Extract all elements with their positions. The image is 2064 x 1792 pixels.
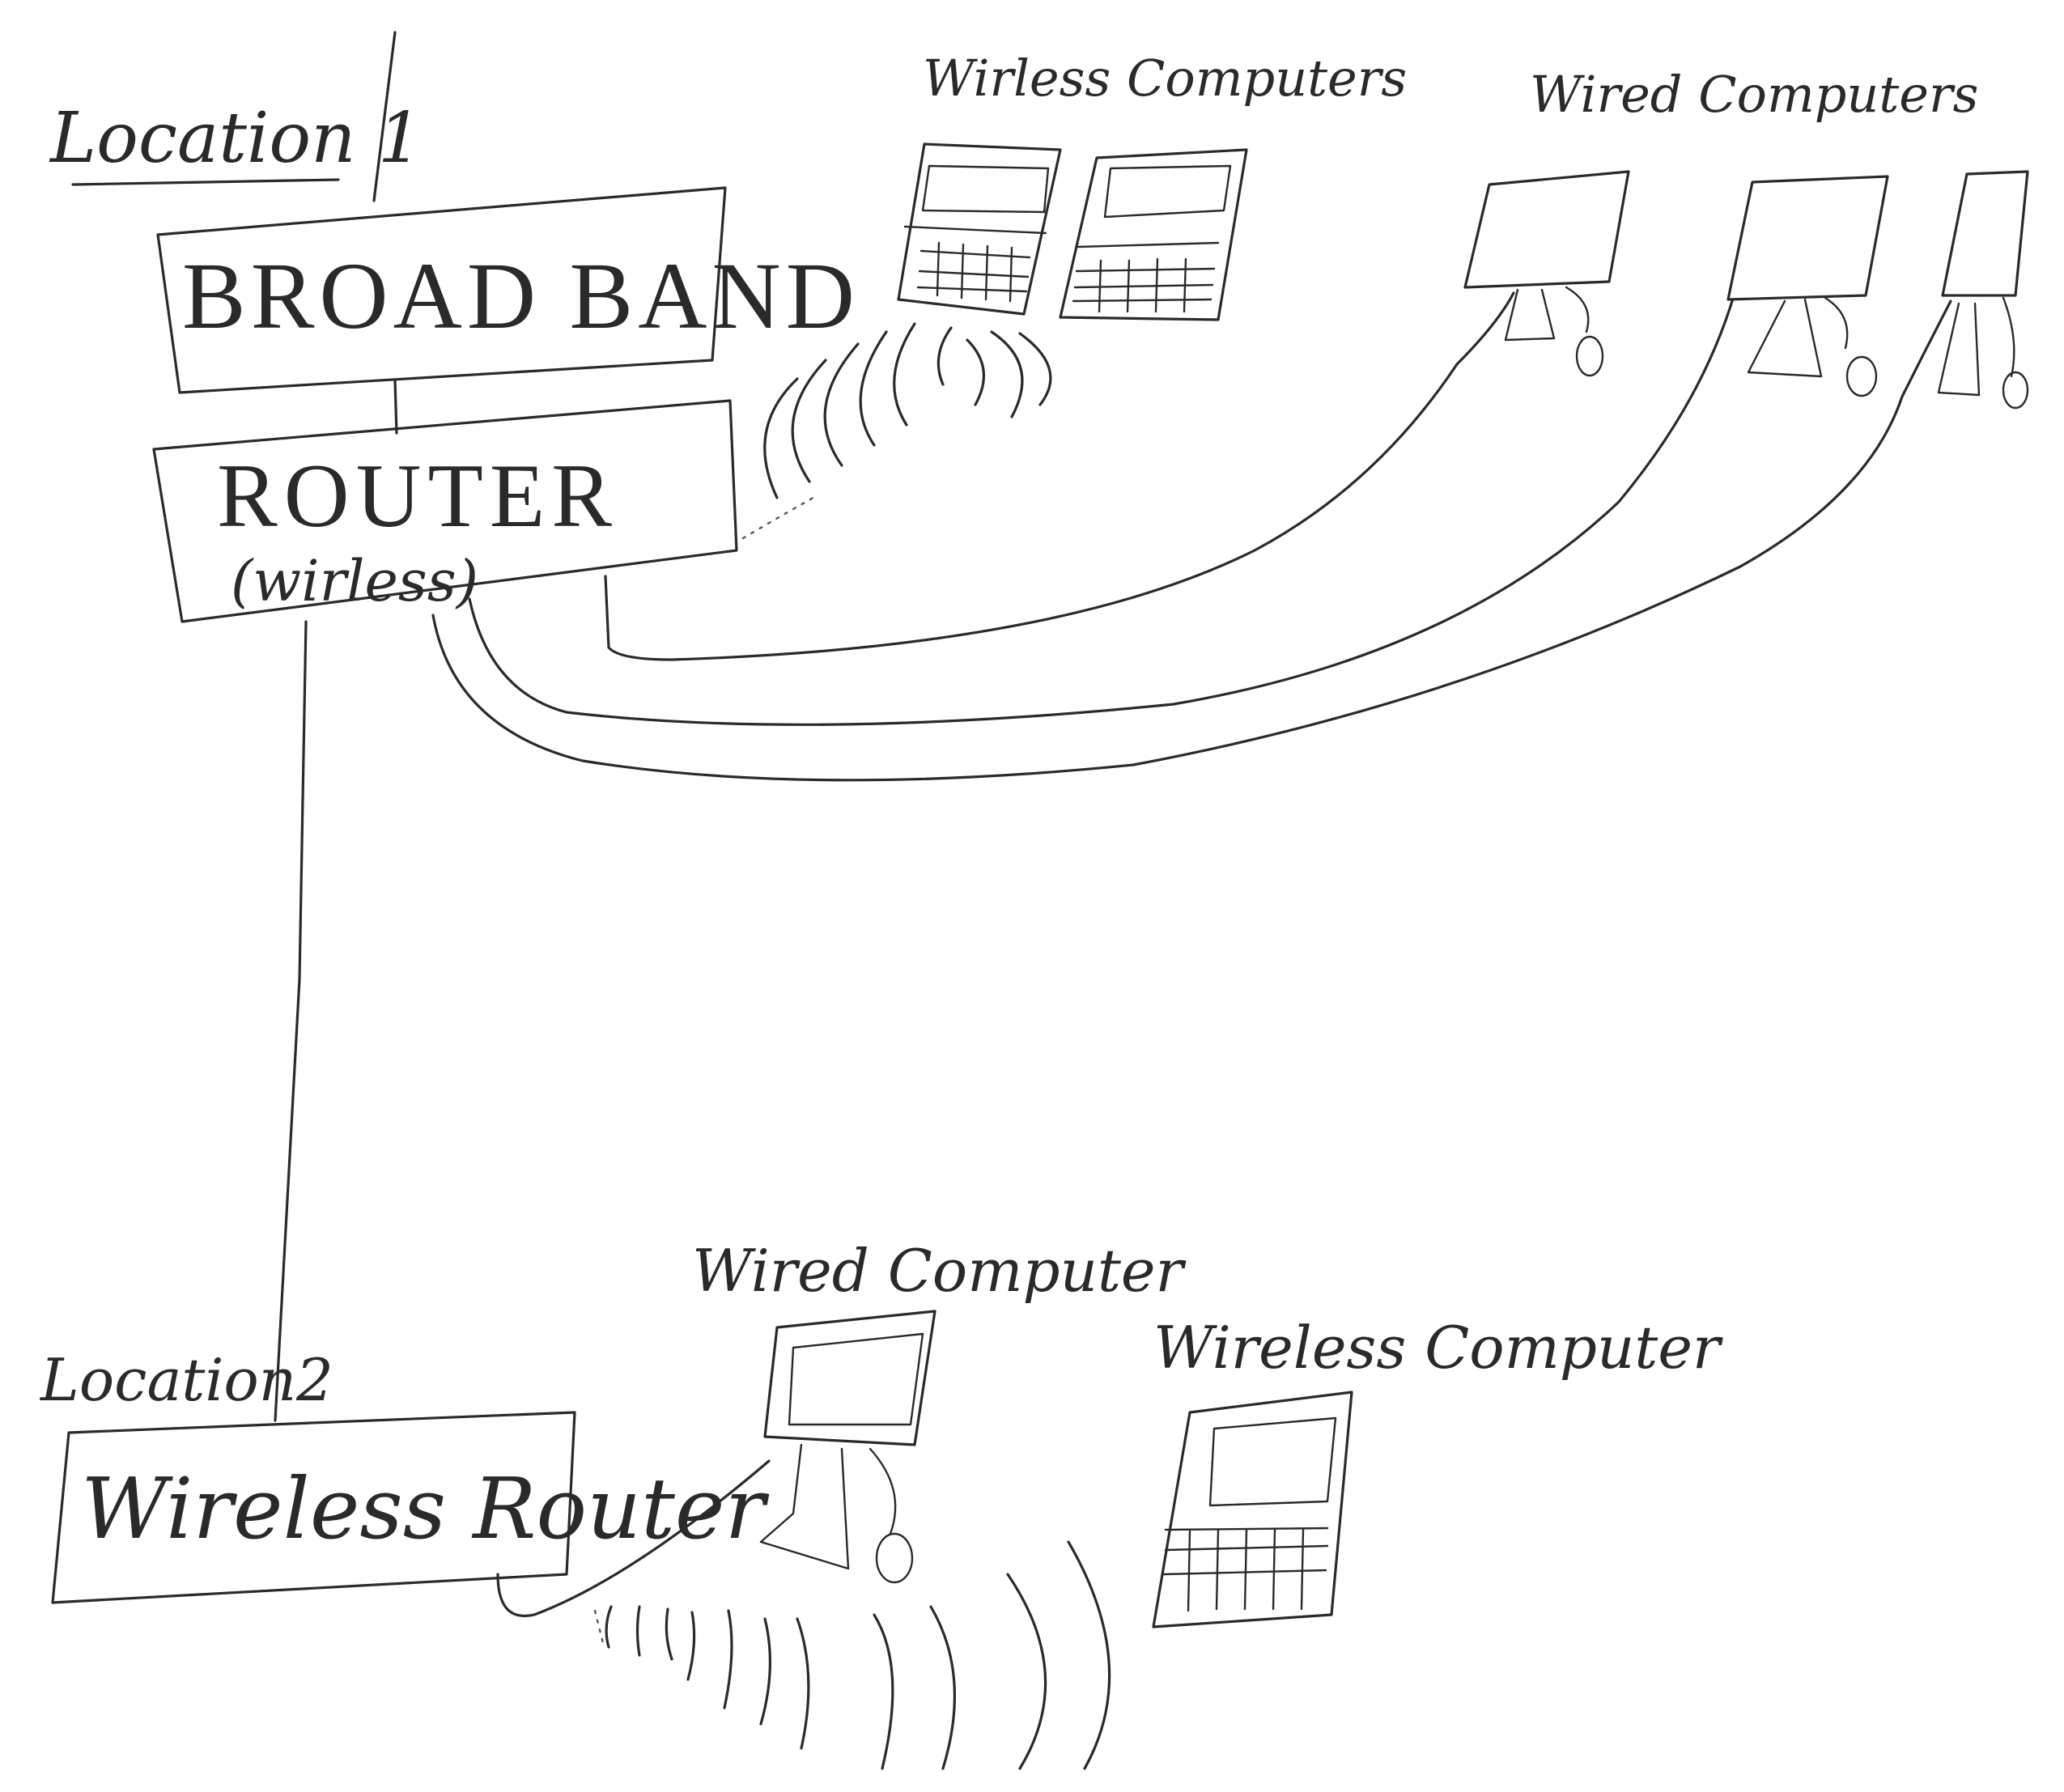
desktop-computer-icon bbox=[759, 1310, 936, 1584]
laptop-icon bbox=[1059, 148, 1248, 321]
broadband-box: BROAD BAND bbox=[156, 186, 860, 394]
inter-location-link bbox=[274, 620, 308, 1422]
cable-wired-location2 bbox=[496, 1459, 771, 1617]
wifi-signal-icon bbox=[741, 322, 1052, 540]
laptop-icon bbox=[1152, 1391, 1353, 1629]
desktop-computer-icon bbox=[1726, 175, 1889, 397]
broadband-router-link bbox=[393, 379, 398, 435]
broadband-label: BROAD BAND bbox=[182, 243, 860, 349]
wireless-computer-label: Wireless Computer bbox=[1153, 1314, 1723, 1382]
wifi-signal-icon bbox=[593, 1540, 1111, 1770]
location-1-underline bbox=[71, 178, 340, 186]
desktop-computer-icon bbox=[1463, 170, 1630, 377]
router-sublabel: (wirless) bbox=[231, 548, 478, 614]
location-1-label: Location 1 bbox=[49, 98, 423, 179]
mouse-icon bbox=[1575, 335, 1604, 377]
wireless-router-label: Wireless Router bbox=[81, 1459, 769, 1558]
wireless-computers-label: Wirless Computers bbox=[923, 49, 1407, 108]
mouse-icon bbox=[2002, 371, 2029, 410]
location-1: Location 1 BROAD BAND ROUTER (wirless) bbox=[49, 31, 2029, 782]
desktop-computer-icon bbox=[1937, 170, 2029, 410]
cable-wired-2 bbox=[468, 299, 1734, 726]
cable-wired-3 bbox=[431, 299, 1952, 782]
location-2-label: Location2 bbox=[39, 1346, 333, 1414]
router-label: ROUTER bbox=[217, 446, 618, 546]
laptop-icon bbox=[897, 142, 1062, 316]
cable-wired-1 bbox=[604, 291, 1515, 661]
wired-computer-label: Wired Computer bbox=[692, 1237, 1186, 1305]
location-divider bbox=[372, 31, 397, 202]
location-2: Location2 Wireless Router Wired Computer… bbox=[39, 1237, 1723, 1770]
wired-computers-label: Wired Computers bbox=[1530, 65, 1978, 124]
mouse-icon bbox=[875, 1532, 914, 1584]
mouse-icon bbox=[1845, 355, 1878, 397]
wireless-router-box: Wireless Router bbox=[51, 1411, 769, 1604]
router-box: ROUTER (wirless) bbox=[152, 399, 738, 623]
